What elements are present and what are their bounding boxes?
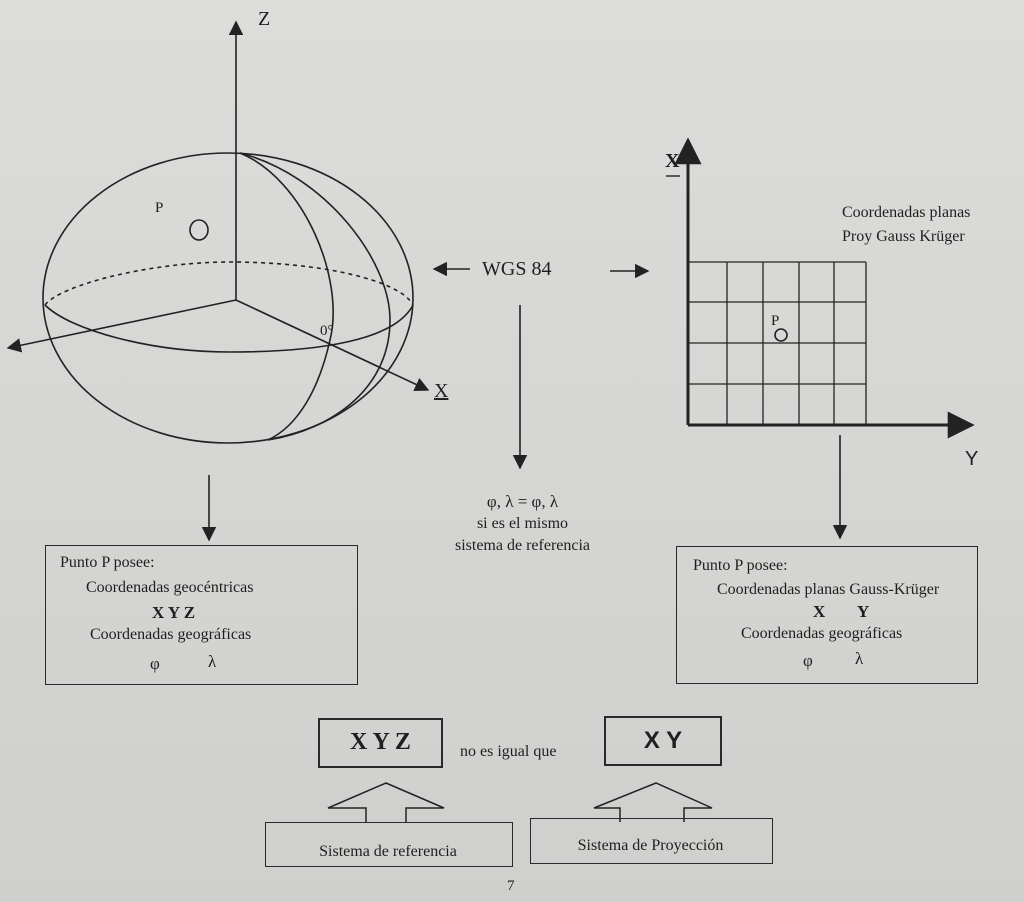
datum-label: WGS 84 [482, 258, 552, 280]
formula-note-2: sistema de referencia [454, 537, 591, 554]
right-box-lambda: λ [855, 649, 864, 668]
grid-y-label: Y [965, 448, 979, 470]
right-box-phi: φ [803, 651, 813, 670]
grid-point-p-circle [774, 328, 788, 342]
equator-back [44, 261, 414, 306]
left-box-phi: φ [150, 654, 160, 673]
right-box-y: Y [857, 602, 870, 621]
right-box-geographic: Coordenadas geográficas [741, 625, 903, 642]
left-info-box: Punto P posee: Coordenadas geocéntricas … [45, 545, 358, 685]
projection-system-label: Sistema de Proyección [577, 837, 724, 854]
formula-note-1: si es el mismo [476, 515, 569, 532]
ellipsoid-outline [42, 152, 414, 444]
xyz-box-label: X Y Z [350, 729, 411, 755]
left-box-geocentric: Coordenadas geocéntricas [86, 579, 254, 596]
grid-title-2: Proy Gauss Krüger [842, 228, 965, 245]
left-box-header: Punto P posee: [60, 554, 155, 571]
meridian-outer [239, 152, 391, 441]
left-box-lambda: λ [208, 652, 217, 671]
page-number: 7 [507, 878, 515, 894]
equator-front [44, 304, 414, 353]
hollow-arrow-left [327, 782, 445, 822]
xy-box: X Y [604, 716, 722, 766]
y-axis-ellipsoid [6, 299, 237, 353]
xy-box-label: X Y [643, 727, 683, 754]
grid-lines [688, 261, 867, 425]
right-box-x: X [813, 602, 826, 621]
point-p-circle [189, 219, 209, 241]
x-axis-label: X [434, 380, 449, 402]
angle-zero-label: 0° [320, 323, 334, 339]
right-info-box: Punto P posee: Coordenadas planas Gauss-… [676, 546, 978, 684]
xyz-box: X Y Z [318, 718, 443, 768]
reference-system-box: Sistema de referencia [265, 822, 513, 867]
hollow-arrow-right [593, 782, 713, 822]
right-box-gauss-kruger: Coordenadas planas Gauss-Krüger [717, 581, 940, 598]
not-equal-label: no es igual que [460, 743, 557, 760]
x-axis-ellipsoid [235, 299, 430, 392]
grid-point-p-label: P [771, 313, 780, 329]
right-box-header: Punto P posee: [693, 557, 788, 574]
left-box-geographic: Coordenadas geográficas [90, 626, 252, 643]
projection-system-box: Sistema de Proyección [530, 818, 773, 864]
left-box-xyz: X Y Z [152, 603, 196, 622]
formula-label: φ, λ = φ, λ [486, 492, 559, 511]
point-p-label: P [155, 200, 164, 216]
z-axis-label: Z [258, 8, 271, 30]
grid-title-1: Coordenadas planas [842, 204, 971, 221]
reference-system-label: Sistema de referencia [319, 843, 457, 860]
grid-x-label: X [665, 150, 680, 172]
meridian-inner [239, 152, 334, 441]
